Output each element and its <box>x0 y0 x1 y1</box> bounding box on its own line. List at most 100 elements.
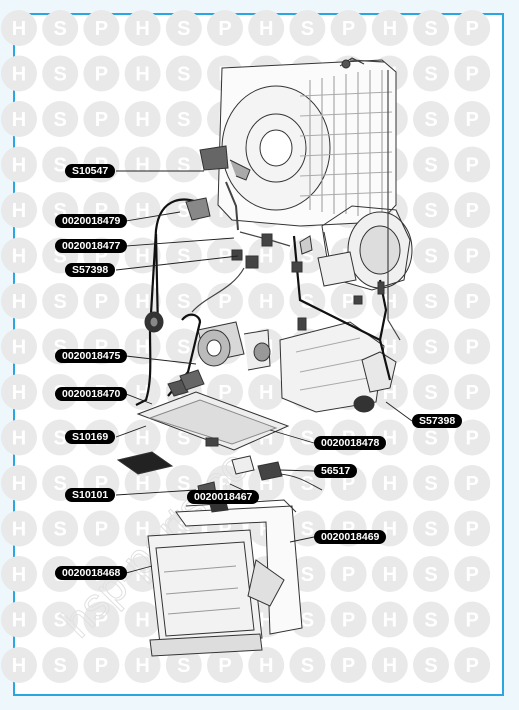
watermark-mark: H <box>1 328 37 365</box>
watermark-mark: H <box>248 10 285 46</box>
watermark-mark: P <box>454 374 491 410</box>
watermark-mark: S <box>165 283 202 319</box>
svg-text:P: P <box>466 64 479 86</box>
watermark-mark: H <box>124 465 161 501</box>
grommet <box>144 311 164 333</box>
svg-text:S: S <box>424 428 437 450</box>
svg-text:H: H <box>135 428 149 450</box>
part-label-S10169[interactable]: S10169 <box>65 430 116 444</box>
svg-text:P: P <box>342 18 355 40</box>
watermark-mark: S <box>413 601 449 638</box>
svg-text:P: P <box>466 18 479 40</box>
svg-text:P: P <box>342 291 355 313</box>
svg-text:S: S <box>177 655 190 677</box>
part-label-S57398-upper[interactable]: S57398 <box>65 263 116 277</box>
svg-text:S: S <box>177 291 190 313</box>
part-label-0020018468[interactable]: 0020018468 <box>55 566 128 580</box>
watermark-mark: H <box>124 419 161 456</box>
part-label-56517[interactable]: 56517 <box>314 464 358 478</box>
svg-text:P: P <box>466 655 479 677</box>
control-box <box>147 499 303 657</box>
svg-text:P: P <box>466 291 479 313</box>
svg-text:S: S <box>177 337 190 359</box>
svg-text:S: S <box>54 655 67 677</box>
pcb <box>136 369 290 451</box>
watermark-mark: P <box>454 101 491 137</box>
heat-exchanger <box>217 57 397 227</box>
svg-text:P: P <box>95 109 108 131</box>
watermark-mark: S <box>165 647 202 683</box>
svg-text:S: S <box>54 155 67 177</box>
svg-text:P: P <box>466 610 479 632</box>
watermark-mark: H <box>1 10 37 46</box>
watermark-mark: H <box>248 647 285 683</box>
svg-text:H: H <box>12 109 26 131</box>
svg-text:H: H <box>12 18 26 40</box>
svg-text:H: H <box>135 291 149 313</box>
svg-text:H: H <box>135 473 149 495</box>
watermark-mark: P <box>207 237 243 274</box>
fan-assembly <box>321 205 413 291</box>
svg-text:S: S <box>54 109 67 131</box>
watermark-mark: S <box>413 556 449 592</box>
watermark-mark: P <box>207 647 243 683</box>
svg-text:S: S <box>301 428 314 450</box>
svg-text:S: S <box>424 246 437 268</box>
part-label-0020018475[interactable]: 0020018475 <box>55 349 128 363</box>
watermark-mark: P <box>454 55 491 92</box>
svg-text:S: S <box>301 18 314 40</box>
watermark-mark: H <box>124 328 161 365</box>
watermark-mark: P <box>330 556 367 592</box>
part-label-0020018469[interactable]: 0020018469 <box>314 530 387 544</box>
svg-text:H: H <box>12 473 26 495</box>
watermark-mark: H <box>124 192 161 228</box>
watermark-mark: H <box>124 10 161 46</box>
svg-text:P: P <box>218 655 231 677</box>
svg-text:P: P <box>466 337 479 359</box>
part-label-0020018470[interactable]: 0020018470 <box>55 387 128 401</box>
svg-text:S: S <box>301 655 314 677</box>
watermark-mark: S <box>42 55 79 92</box>
svg-text:S: S <box>177 109 190 131</box>
part-label-S10547[interactable]: S10547 <box>65 164 116 178</box>
svg-text:H: H <box>12 655 26 677</box>
svg-text:H: H <box>12 428 26 450</box>
svg-text:P: P <box>466 564 479 586</box>
watermark-mark: S <box>42 101 79 137</box>
watermark-mark: P <box>330 283 367 319</box>
part-label-0020018479[interactable]: 0020018479 <box>55 214 128 228</box>
watermark-mark: S <box>413 55 449 92</box>
watermark-mark: S <box>413 146 449 183</box>
watermark-mark: H <box>371 465 408 501</box>
watermark-mark: P <box>454 237 491 274</box>
svg-text:H: H <box>383 18 397 40</box>
svg-text:H: H <box>383 337 397 359</box>
watermark-mark: P <box>454 556 491 592</box>
svg-text:S: S <box>424 473 437 495</box>
svg-text:H: H <box>383 655 397 677</box>
watermark-mark: P <box>454 465 491 501</box>
watermark-mark: S <box>413 237 449 274</box>
svg-text:S: S <box>54 473 67 495</box>
svg-text:P: P <box>342 473 355 495</box>
svg-text:S: S <box>54 428 67 450</box>
watermark-mark: S <box>42 601 79 638</box>
part-label-0020018467[interactable]: 0020018467 <box>187 490 260 504</box>
svg-text:S: S <box>301 291 314 313</box>
svg-text:H: H <box>12 337 26 359</box>
svg-text:H: H <box>259 18 273 40</box>
watermark-mark: P <box>454 146 491 183</box>
part-label-S57398-lower[interactable]: S57398 <box>412 414 463 428</box>
watermark-mark: H <box>124 101 161 137</box>
svg-text:S: S <box>301 564 314 586</box>
part-label-S10101[interactable]: S10101 <box>65 488 116 502</box>
watermark-mark: H <box>1 283 37 319</box>
watermark-mark: H <box>371 647 408 683</box>
pump <box>197 321 271 371</box>
svg-text:P: P <box>95 291 108 313</box>
svg-text:P: P <box>466 109 479 131</box>
svg-text:S: S <box>424 200 437 222</box>
svg-text:S: S <box>424 610 437 632</box>
part-label-0020018478[interactable]: 0020018478 <box>314 436 387 450</box>
part-label-0020018477[interactable]: 0020018477 <box>55 239 128 253</box>
